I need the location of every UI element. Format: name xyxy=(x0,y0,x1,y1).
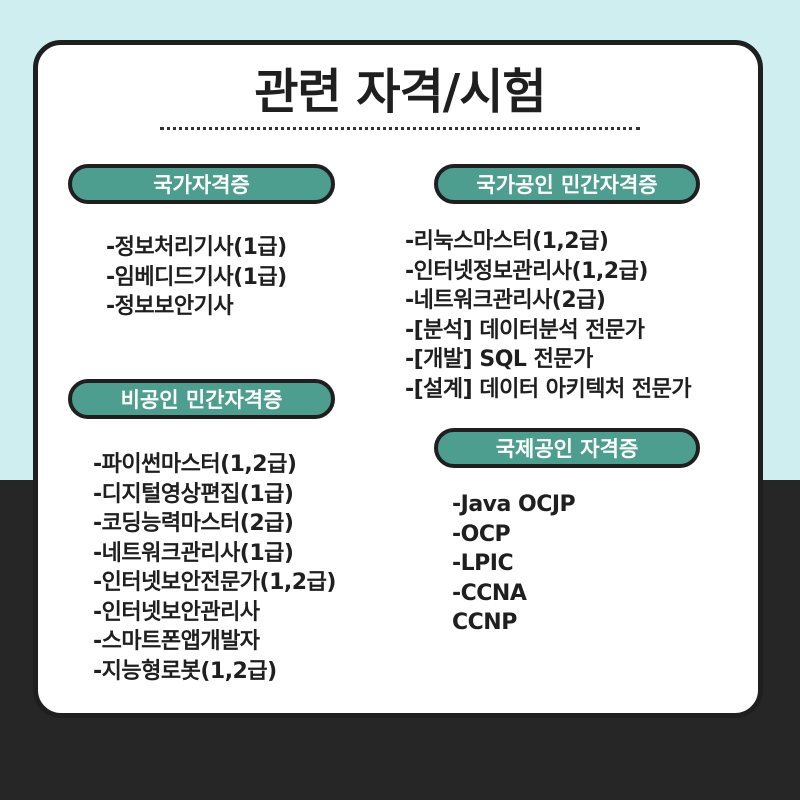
list-item: -정보처리기사(1급) xyxy=(106,235,287,260)
list-item: -인터넷정보관리사(1,2급) xyxy=(405,258,648,284)
list-item: -[개발] SQL 전문가 xyxy=(405,347,593,372)
section-heading-national: 국가자격증 xyxy=(68,164,335,204)
list-item: -CCNA xyxy=(452,580,527,606)
list-item: -네트워크관리사(1급) xyxy=(93,540,294,566)
list-item: -리눅스마스터(1,2급) xyxy=(405,229,609,254)
section-heading-national-private: 국가공인 민간자격증 xyxy=(434,164,700,204)
list-item: -코딩능력마스터(2급) xyxy=(93,511,294,536)
list-item: -정보보안기사 xyxy=(106,294,234,319)
list-item: -인터넷보안관리사 xyxy=(93,599,260,625)
list-national-private: -리눅스마스터(1,2급) -인터넷정보관리사(1,2급) -네트워크관리사(2… xyxy=(405,227,692,404)
page-title: 관련 자격/시험 xyxy=(254,64,546,120)
list-item: -LPIC xyxy=(452,551,514,576)
list-item: -스마트폰앱개발자 xyxy=(93,629,260,654)
list-item: -Java OCJP xyxy=(452,492,576,517)
list-private: -파이썬마스터(1,2급) -디지털영상편집(1급) -코딩능력마스터(2급) … xyxy=(93,450,336,686)
list-item: -[분석] 데이터분석 전문가 xyxy=(405,317,645,343)
list-item: -네트워크관리사(2급) xyxy=(405,288,606,313)
list-item: CCNP xyxy=(452,610,517,635)
list-item: -OCP xyxy=(452,521,511,547)
list-international: -Java OCJP -OCP -LPIC -CCNA CCNP xyxy=(452,490,576,638)
list-item: -임베디드기사(1급) xyxy=(106,264,287,290)
list-item: -지능형로봇(1,2급) xyxy=(93,658,277,684)
list-item: -[설계] 데이터 아키텍처 전문가 xyxy=(405,376,692,402)
title-divider xyxy=(160,127,640,130)
section-heading-international: 국제공인 자격증 xyxy=(434,428,700,468)
list-item: -파이썬마스터(1,2급) xyxy=(93,452,297,477)
list-national: -정보처리기사(1급) -임베디드기사(1급) -정보보안기사 xyxy=(106,233,287,322)
list-item: -디지털영상편집(1급) xyxy=(93,481,294,507)
section-heading-private: 비공인 민간자격증 xyxy=(68,379,335,419)
list-item: -인터넷보안전문가(1,2급) xyxy=(93,570,336,595)
